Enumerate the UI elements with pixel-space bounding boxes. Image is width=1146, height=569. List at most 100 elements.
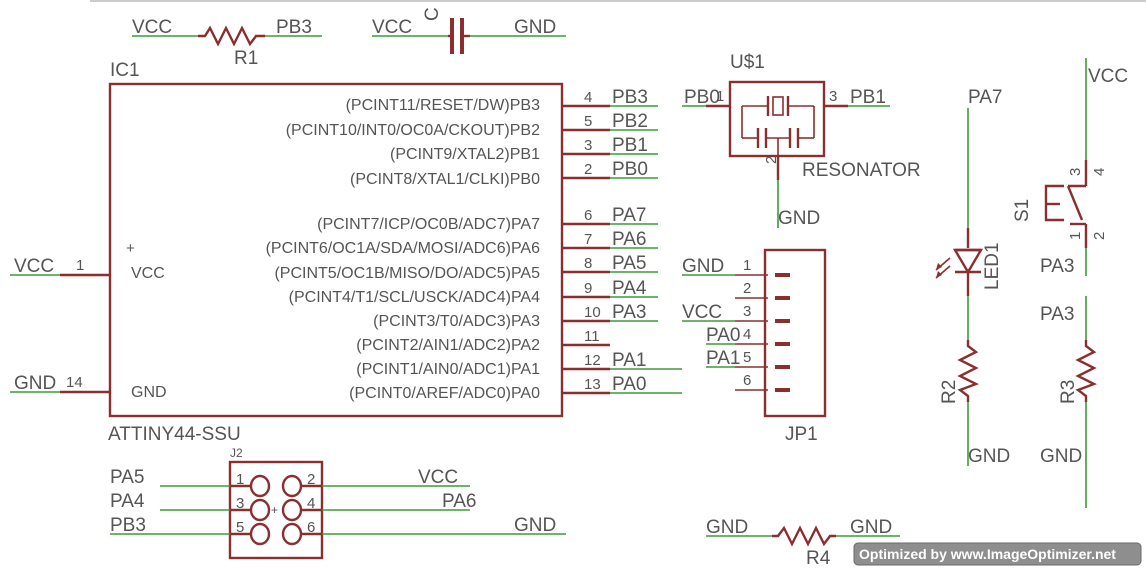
svg-text:5: 5	[236, 519, 244, 536]
header-j2: J2 + 1 2 3 4 5 6 PA5 PA4 PB3 VCC PA6 GND	[110, 446, 566, 560]
j2-name: J2	[230, 446, 243, 460]
jp1-name: JP1	[785, 424, 818, 445]
c-label: C	[422, 7, 443, 21]
s1-label: S1	[1012, 199, 1033, 222]
svg-text:PA1: PA1	[612, 350, 647, 371]
svg-text:8: 8	[584, 255, 592, 272]
svg-text:GND: GND	[682, 256, 724, 277]
j2-origin-mark: +	[271, 503, 278, 517]
svg-text:1: 1	[743, 257, 751, 274]
svg-text:(PCINT9/XTAL2)PB1: (PCINT9/XTAL2)PB1	[390, 146, 540, 163]
svg-text:PB0: PB0	[612, 159, 648, 180]
ic1-attiny44: IC1 + VCC GND ATTINY44-SSU VCC 1 GND 14 …	[10, 60, 682, 445]
svg-text:4: 4	[743, 326, 751, 343]
ic1-origin-mark: +	[126, 240, 135, 257]
svg-text:2: 2	[584, 161, 592, 178]
ic1-pin-row: (PCINT11/RESET/DW)PB3 4 PB3	[346, 87, 658, 114]
jp1-pin: PA0 4	[706, 325, 790, 346]
svg-text:2: 2	[307, 471, 315, 488]
svg-text:1: 1	[1067, 232, 1084, 240]
svg-text:(PCINT6/OC1A/SDA/MOSI/ADC6)PA6: (PCINT6/OC1A/SDA/MOSI/ADC6)PA6	[266, 240, 541, 257]
ic1-vcc-pin-num: 1	[76, 257, 84, 274]
ic1-value: ATTINY44-SSU	[108, 424, 241, 445]
svg-text:PA5: PA5	[110, 467, 145, 488]
svg-text:GND: GND	[514, 515, 556, 536]
r4-label: R4	[806, 548, 831, 569]
u1-value: RESONATOR	[802, 160, 921, 181]
jp1-pin: 6	[735, 372, 790, 392]
jp1-pin: GND 1	[682, 256, 790, 277]
svg-text:4: 4	[307, 495, 315, 512]
r1-label: R1	[234, 48, 258, 69]
svg-text:5: 5	[584, 113, 592, 130]
svg-text:PA4: PA4	[612, 278, 647, 299]
u1-right-net: PB1	[850, 87, 886, 108]
ic1-pin-row: (PCINT2/AIN1/ADC2)PA2 11	[356, 328, 610, 354]
ic1-pin-row: (PCINT10/INT0/OC0A/CKOUT)PB2 5 PB2	[286, 111, 658, 139]
u1-body	[728, 80, 826, 158]
svg-text:(PCINT8/XTAL1/CLKI)PB0: (PCINT8/XTAL1/CLKI)PB0	[350, 171, 540, 188]
ic1-pin-row: (PCINT8/XTAL1/CLKI)PB0 2 PB0	[350, 159, 658, 188]
svg-text:PA3: PA3	[612, 302, 647, 323]
switch-s1: VCC 3 4 1 2 S1 PA3	[1012, 58, 1128, 277]
r3-top-net: PA3	[1040, 304, 1075, 325]
svg-text:PB3: PB3	[110, 515, 146, 536]
svg-text:4: 4	[584, 89, 592, 106]
ic1-name: IC1	[110, 60, 140, 81]
svg-text:3: 3	[1067, 168, 1084, 176]
c-right-net: GND	[514, 17, 556, 38]
ic1-gnd-pin-num: 14	[66, 374, 83, 391]
svg-text:PA6: PA6	[442, 491, 477, 512]
svg-text:2: 2	[1091, 232, 1108, 240]
u1-left-net: PB0	[684, 87, 720, 108]
svg-text:3: 3	[584, 137, 592, 154]
ic1-pin-row: (PCINT7/ICP/OC0B/ADC7)PA7 6 PA7	[317, 205, 658, 233]
svg-text:6: 6	[743, 372, 751, 389]
r3-label: R3	[1058, 380, 1079, 404]
led1-label: LED1	[982, 242, 1003, 290]
ic1-pin-row: (PCINT9/XTAL2)PB1 3 PB1	[390, 135, 658, 163]
svg-text:(PCINT1/AIN0/ADC1)PA1: (PCINT1/AIN0/ADC1)PA1	[356, 361, 540, 378]
svg-text:11: 11	[584, 328, 600, 345]
svg-text:9: 9	[584, 280, 592, 297]
svg-text:10: 10	[584, 304, 601, 321]
resistor-r4: GND GND R4	[706, 517, 900, 569]
ic1-pin-row: (PCINT4/T1/SCL/USCK/ADC4)PA4 9 PA4	[289, 278, 658, 306]
svg-text:(PCINT11/RESET/DW)PB3: (PCINT11/RESET/DW)PB3	[346, 97, 541, 114]
s1-bottom-net: PA3	[1040, 256, 1075, 277]
svg-text:6: 6	[307, 519, 315, 536]
svg-text:(PCINT5/OC1B/MISO/DO/ADC5)PA5: (PCINT5/OC1B/MISO/DO/ADC5)PA5	[274, 265, 540, 282]
svg-text:PB3: PB3	[612, 87, 648, 108]
svg-text:3: 3	[743, 303, 751, 320]
svg-text:3: 3	[236, 495, 244, 512]
r4-right-net: GND	[850, 517, 892, 538]
resonator-u1: U$1 PB0 1 PB1 3 2 RESONATOR GND	[682, 52, 921, 229]
resistor-r3: PA3 R3 GND	[1040, 296, 1097, 508]
svg-text:PA1: PA1	[706, 348, 741, 369]
capacitor-c: VCC GND C	[372, 7, 566, 54]
ic1-vcc-internal: VCC	[131, 265, 165, 282]
r3-bottom-net: GND	[1040, 446, 1082, 467]
u1-bottom-net: GND	[778, 208, 820, 229]
resistor-r2: R2 GND	[939, 296, 1010, 467]
optimizer-badge-text: Optimized by www.ImageOptimizer.net	[859, 546, 1116, 562]
c-left-net: VCC	[372, 17, 412, 38]
ic1-pin-row: (PCINT6/OC1A/SDA/MOSI/ADC6)PA6 7 PA6	[266, 229, 658, 257]
ic1-pin-row: (PCINT1/AIN0/ADC1)PA1 12 PA1	[356, 350, 682, 378]
ic1-pin-row: (PCINT5/OC1B/MISO/DO/ADC5)PA5 8 PA5	[274, 253, 658, 282]
led1: PA7 LED1	[935, 87, 1003, 296]
ic1-body	[108, 82, 564, 418]
svg-text:PA6: PA6	[612, 229, 647, 250]
svg-text:7: 7	[584, 231, 592, 248]
header-jp1: JP1 GND 1 2 VCC 3 PA0 4	[682, 248, 827, 445]
r4-left-net: GND	[706, 517, 748, 538]
svg-text:13: 13	[584, 376, 601, 393]
svg-text:PA7: PA7	[612, 205, 647, 226]
ic1-pin-row: (PCINT0/AREF/ADC0)PA0 13 PA0	[349, 374, 682, 402]
svg-text:PA0: PA0	[612, 374, 647, 395]
svg-text:PA0: PA0	[706, 325, 741, 346]
jp1-pin: VCC 3	[682, 302, 790, 323]
jp1-pin: PA1 5	[706, 348, 790, 369]
resistor-r1: VCC PB3 R1	[132, 17, 322, 69]
